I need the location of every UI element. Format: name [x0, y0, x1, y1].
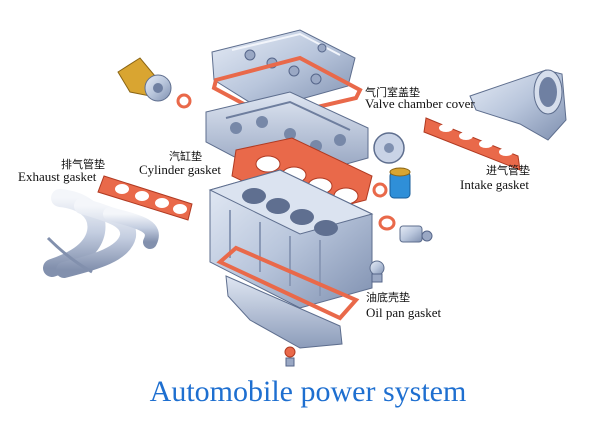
- exhaust-gasket-label: Exhaust gasket: [18, 169, 97, 184]
- valve-cover-gasket-label: Valve chamber cover: [365, 96, 475, 111]
- oil-pan-gasket-label-cn: 油底壳垫: [366, 291, 410, 304]
- cylinder-gasket-label: Cylinder gasket: [139, 162, 221, 177]
- oil-pan: [225, 275, 343, 349]
- diagram-title: Automobile power system: [149, 375, 467, 408]
- sensor: [399, 225, 433, 243]
- intake-gasket-label-cn: 进气管垫: [486, 164, 530, 177]
- intake-gasket-label: Intake gasket: [460, 177, 529, 192]
- exhaust-gasket-label-cn: 排气管垫: [61, 158, 105, 171]
- valve-chamber-cover: [211, 29, 356, 111]
- oil-pan-gasket-label: Oil pan gasket: [366, 305, 442, 320]
- intake-gasket: [423, 117, 521, 171]
- plug: [369, 260, 385, 283]
- valve-cover-gasket-label-cn: 气门室盖垫: [365, 86, 420, 99]
- engine-block: [208, 169, 374, 309]
- o-ring: [372, 182, 388, 198]
- throttle-body: [117, 57, 192, 109]
- oil-filter: [389, 167, 411, 199]
- valve-cover-gasket: [211, 55, 363, 121]
- intake-manifold: [469, 69, 567, 141]
- drain-plug: [284, 346, 296, 367]
- cam-gear: [373, 132, 405, 164]
- cylinder-gasket-label-cn: 汽缸垫: [169, 150, 202, 163]
- exhaust-manifold: [43, 189, 159, 278]
- exhaust-gasket: [97, 175, 193, 221]
- o-ring: [378, 215, 396, 231]
- oil-pan-gasket: [216, 245, 360, 321]
